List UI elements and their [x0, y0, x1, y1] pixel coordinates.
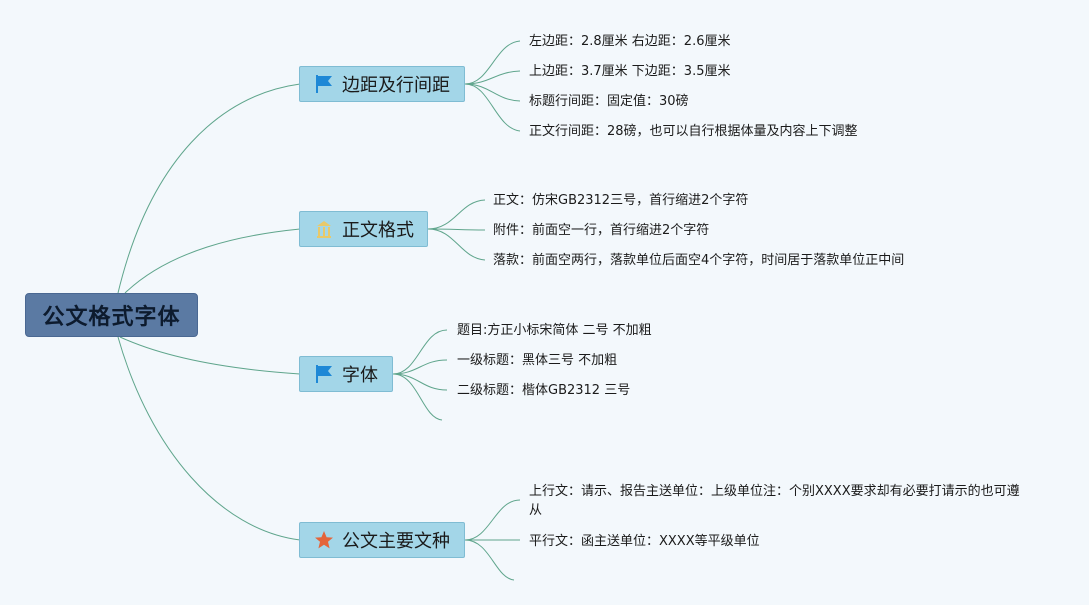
leaf-item[interactable]: 落款：前面空两行，落款单位后面空4个字符，时间居于落款单位正中间 — [493, 253, 905, 268]
leaf-item[interactable]: 附件：前面空一行，首行缩进2个字符 — [493, 223, 710, 238]
branch-margins-spacing[interactable]: 边距及行间距 — [299, 66, 465, 102]
connector-root-branch-2 — [124, 228, 301, 294]
connector-b3-l4 — [392, 373, 443, 421]
connector-b2-l2 — [427, 228, 486, 231]
connector-b2-l3 — [427, 228, 486, 261]
leaf-item[interactable]: 平行文：函主送单位：XXXX等平级单位 — [529, 534, 760, 549]
leaf-item[interactable]: 一级标题：黑体三号 不加粗 — [457, 353, 618, 368]
root-topic-label: 公文格式字体 — [42, 305, 181, 330]
connector-b2-l1 — [427, 199, 486, 230]
branch-fonts[interactable]: 字体 — [299, 356, 393, 392]
connector-b3-l2 — [392, 359, 448, 375]
connector-b1-l3 — [464, 83, 521, 102]
branch-label: 字体 — [342, 365, 378, 386]
branch-document-types[interactable]: 公文主要文种 — [299, 522, 465, 558]
leaf-item[interactable]: 正文行间距：28磅，也可以自行根据体量及内容上下调整 — [529, 124, 858, 139]
leaf-item[interactable]: 上行文：请示、报告主送单位：上级单位注：个别XXXX要求却有必要打请示的也可遵从 — [529, 484, 1020, 518]
connector-root-branch-4 — [117, 336, 301, 541]
leaf-item[interactable]: 上边距：3.7厘米 下边距：3.5厘米 — [529, 64, 731, 79]
building-icon — [314, 219, 334, 239]
branch-body-format[interactable]: 正文格式 — [299, 211, 428, 247]
leaf-item[interactable]: 标题行间距：固定值：30磅 — [529, 94, 689, 109]
flag-icon — [314, 74, 334, 94]
connector-b1-l1 — [464, 40, 521, 85]
connector-b1-l4 — [464, 83, 521, 132]
connector-b1-l2 — [464, 70, 521, 85]
root-topic[interactable]: 公文格式字体 — [25, 293, 198, 337]
connector-b3-l3 — [392, 373, 448, 391]
connector-b3-l1 — [392, 329, 448, 375]
leaf-item[interactable]: 题目:方正小标宋简体 二号 不加粗 — [457, 323, 652, 338]
connector-b4-l1 — [464, 499, 521, 541]
connector-b4-l3 — [464, 539, 515, 581]
leaf-item[interactable]: 正文：仿宋GB2312三号，首行缩进2个字符 — [493, 193, 749, 208]
leaf-item[interactable]: 左边距：2.8厘米 右边距：2.6厘米 — [529, 34, 731, 49]
star-icon — [314, 530, 334, 550]
branch-label: 边距及行间距 — [342, 75, 450, 96]
branch-label: 正文格式 — [342, 220, 414, 241]
flag-icon — [314, 364, 334, 384]
connector-root-branch-1 — [117, 83, 301, 294]
branch-label: 公文主要文种 — [342, 531, 450, 552]
leaf-item[interactable]: 二级标题：楷体GB2312 三号 — [457, 383, 631, 398]
connector-root-branch-3 — [119, 336, 301, 375]
